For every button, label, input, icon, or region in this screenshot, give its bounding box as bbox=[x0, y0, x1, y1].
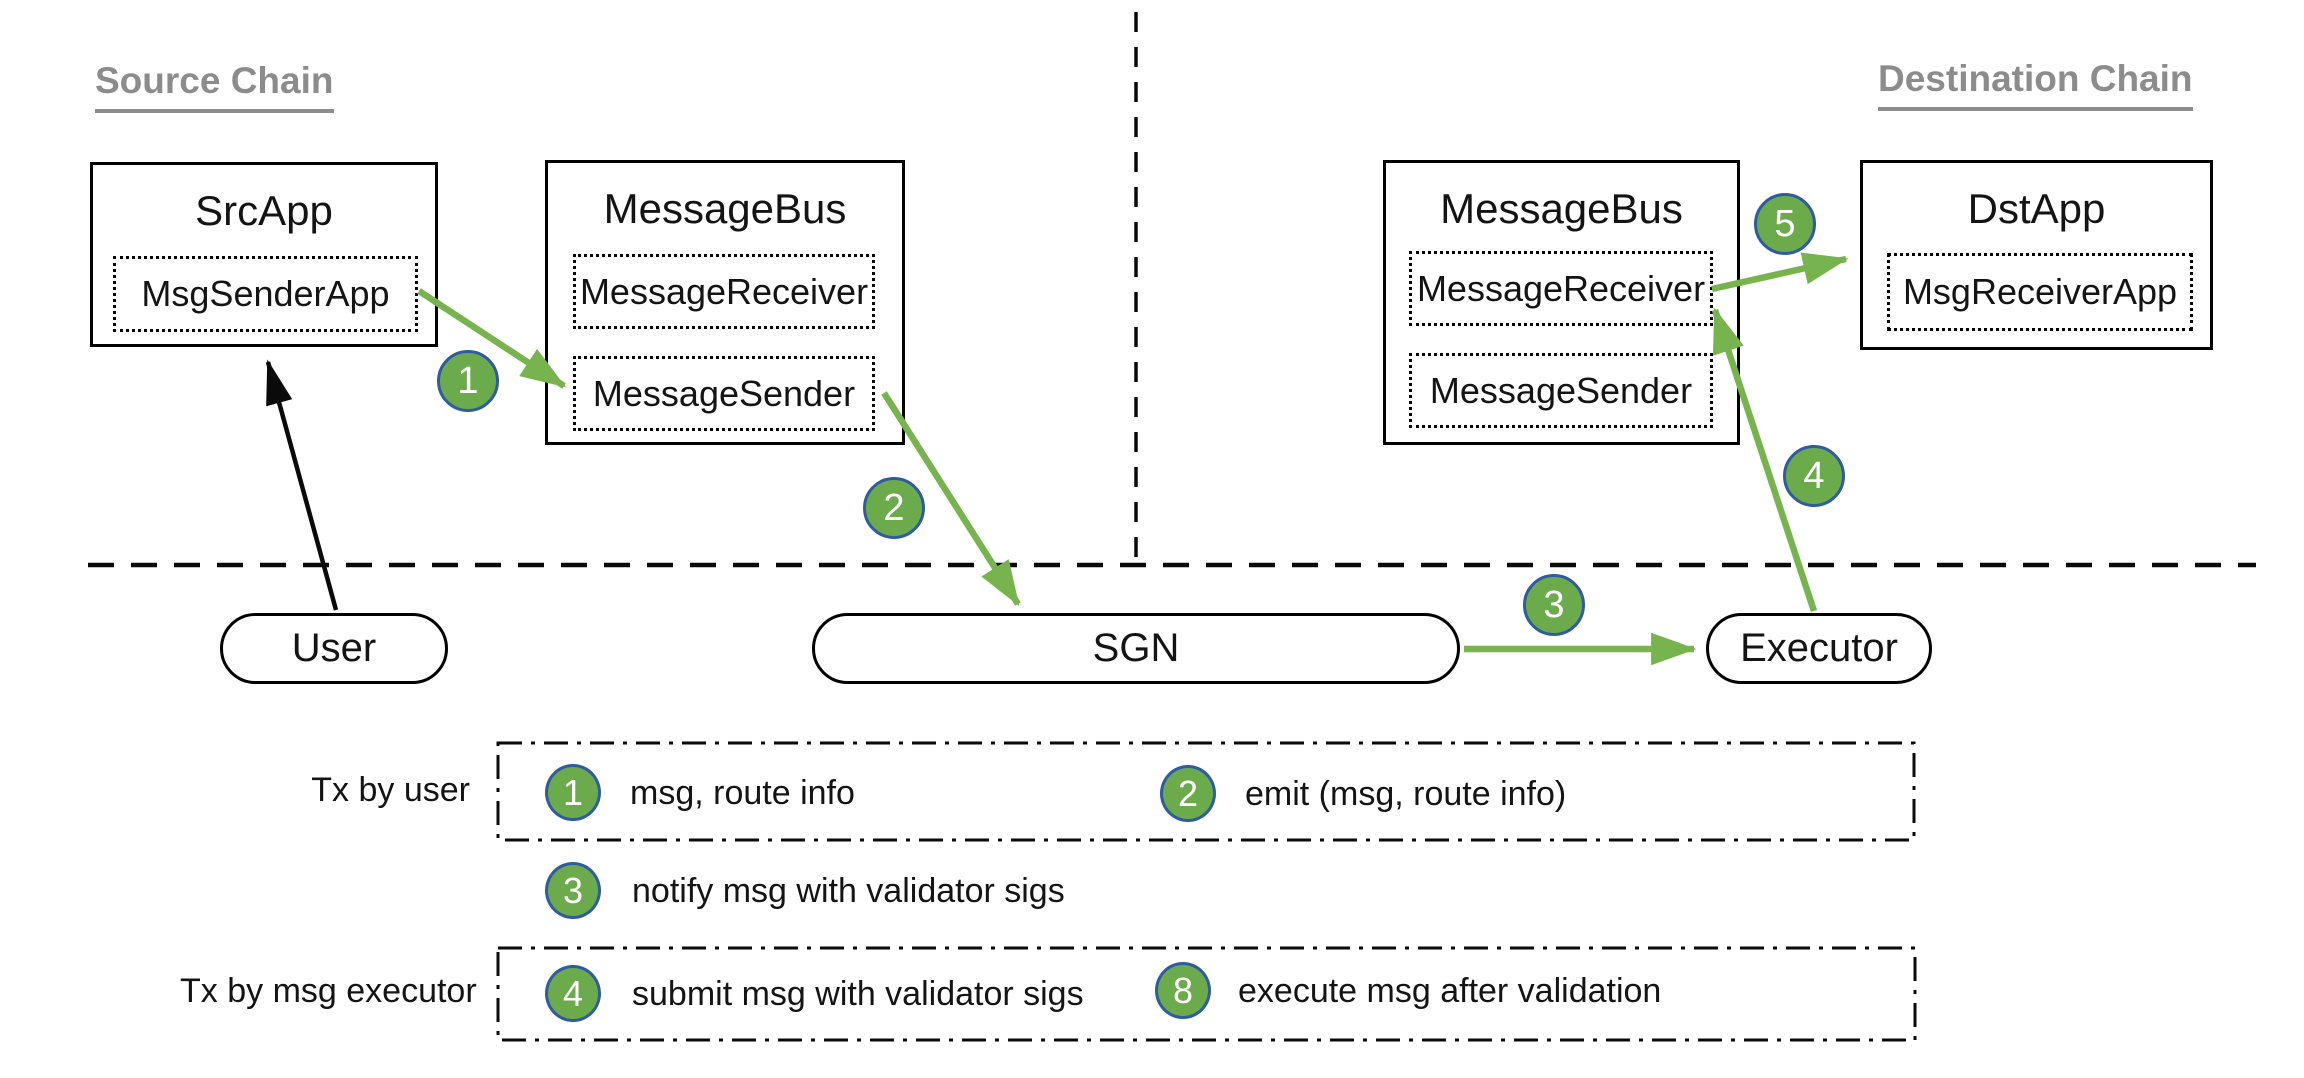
messagebus-source-box: MessageBus MessageReceiver MessageSender bbox=[545, 160, 905, 445]
source-chain-heading: Source Chain bbox=[95, 60, 334, 113]
legend-step-8-circle: 8 bbox=[1155, 962, 1211, 1019]
legend-step-4-text: submit msg with validator sigs bbox=[632, 975, 1084, 1013]
messagesender-destination-box: MessageSender bbox=[1409, 353, 1713, 428]
step-marker-2: 2 bbox=[863, 477, 925, 539]
srcapp-box: SrcApp MsgSenderApp bbox=[90, 162, 438, 347]
messagebus-destination-box: MessageBus MessageReceiver MessageSender bbox=[1383, 160, 1740, 445]
msgreceiverapp-box: MsgReceiverApp bbox=[1887, 253, 2193, 331]
srcapp-title: SrcApp bbox=[195, 187, 333, 234]
legend-step-1-circle: 1 bbox=[545, 764, 601, 821]
legend-row1-label: Tx by user bbox=[311, 771, 470, 809]
step-marker-1: 1 bbox=[437, 350, 499, 412]
legend-step-3-text: notify msg with validator sigs bbox=[632, 872, 1065, 910]
msgsenderapp-box: MsgSenderApp bbox=[113, 256, 418, 332]
step-marker-4: 4 bbox=[1783, 445, 1845, 507]
legend-row2-label: Tx by msg executor bbox=[180, 972, 477, 1010]
destination-chain-heading: Destination Chain bbox=[1878, 58, 2193, 111]
legend-step-1-text: msg, route info bbox=[630, 774, 855, 812]
legend-step-3-circle: 3 bbox=[545, 862, 601, 919]
user-node: User bbox=[220, 613, 448, 684]
legend-step-4-circle: 4 bbox=[545, 965, 601, 1022]
dstapp-title: DstApp bbox=[1967, 185, 2106, 232]
executor-node: Executor bbox=[1706, 613, 1932, 684]
legend-step-8-text: execute msg after validation bbox=[1238, 972, 1662, 1010]
legend-step-2-text: emit (msg, route info) bbox=[1245, 775, 1567, 813]
messagereceiver-destination-box: MessageReceiver bbox=[1409, 251, 1713, 326]
messagereceiver-source-box: MessageReceiver bbox=[573, 254, 875, 329]
step-marker-3: 3 bbox=[1523, 574, 1585, 636]
messagesender-source-box: MessageSender bbox=[573, 356, 875, 431]
step-marker-5: 5 bbox=[1754, 193, 1816, 255]
legend-step-2-circle: 2 bbox=[1160, 765, 1216, 822]
sgn-node: SGN bbox=[812, 613, 1460, 684]
messagebus-source-title: MessageBus bbox=[603, 185, 847, 232]
dstapp-box: DstApp MsgReceiverApp bbox=[1860, 160, 2213, 350]
messagebus-destination-title: MessageBus bbox=[1440, 185, 1683, 232]
arrow-user-to-srcapp bbox=[265, 359, 339, 611]
